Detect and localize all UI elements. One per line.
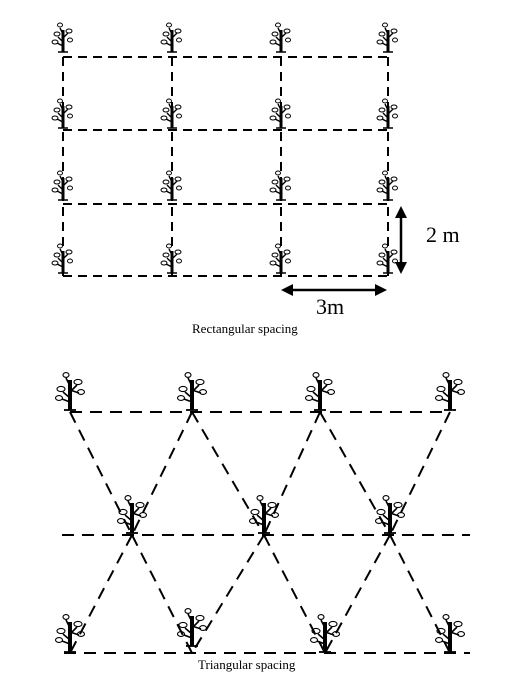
tree-icon [175,606,209,648]
arrowhead-down-icon [395,262,407,274]
arrowhead-up-icon [395,206,407,218]
triangular-trees [53,370,467,654]
tree-icon [433,612,467,654]
tree-icon [175,370,209,412]
rectangular-trees [50,21,399,275]
row-spacing-arrow [395,206,407,274]
tree-icon [159,242,183,275]
triangular-horizontal-lines [62,411,470,654]
tree-icon [268,21,292,54]
tree-icon [375,169,399,202]
tree-icon [50,21,74,54]
tree-icon [433,370,467,412]
tree-icon [375,242,399,275]
triangular-caption: Triangular spacing [198,657,296,672]
tree-icon [50,242,74,275]
tree-icon [159,169,183,202]
column-spacing-label: 3m [316,294,345,319]
rectangular-caption: Rectangular spacing [192,321,298,336]
row-spacing-label: 2 m [426,222,460,247]
tree-icon [247,493,281,535]
tree-icon [308,612,342,654]
triangular-diagonal-lines [69,411,451,654]
tree-icon [159,21,183,54]
arrowhead-right-icon [375,284,387,296]
arrowhead-left-icon [281,284,293,296]
rectangular-grid [50,21,407,296]
tree-icon [303,370,337,412]
rectangular-grid-lines [62,56,389,277]
triangular-grid [53,370,470,654]
tree-icon [50,169,74,202]
tree-icon [115,493,149,535]
tree-icon [373,493,407,535]
tree-icon [268,169,292,202]
tree-icon [268,242,292,275]
tree-icon [375,21,399,54]
tree-icon [53,370,87,412]
column-spacing-arrow [281,284,387,296]
